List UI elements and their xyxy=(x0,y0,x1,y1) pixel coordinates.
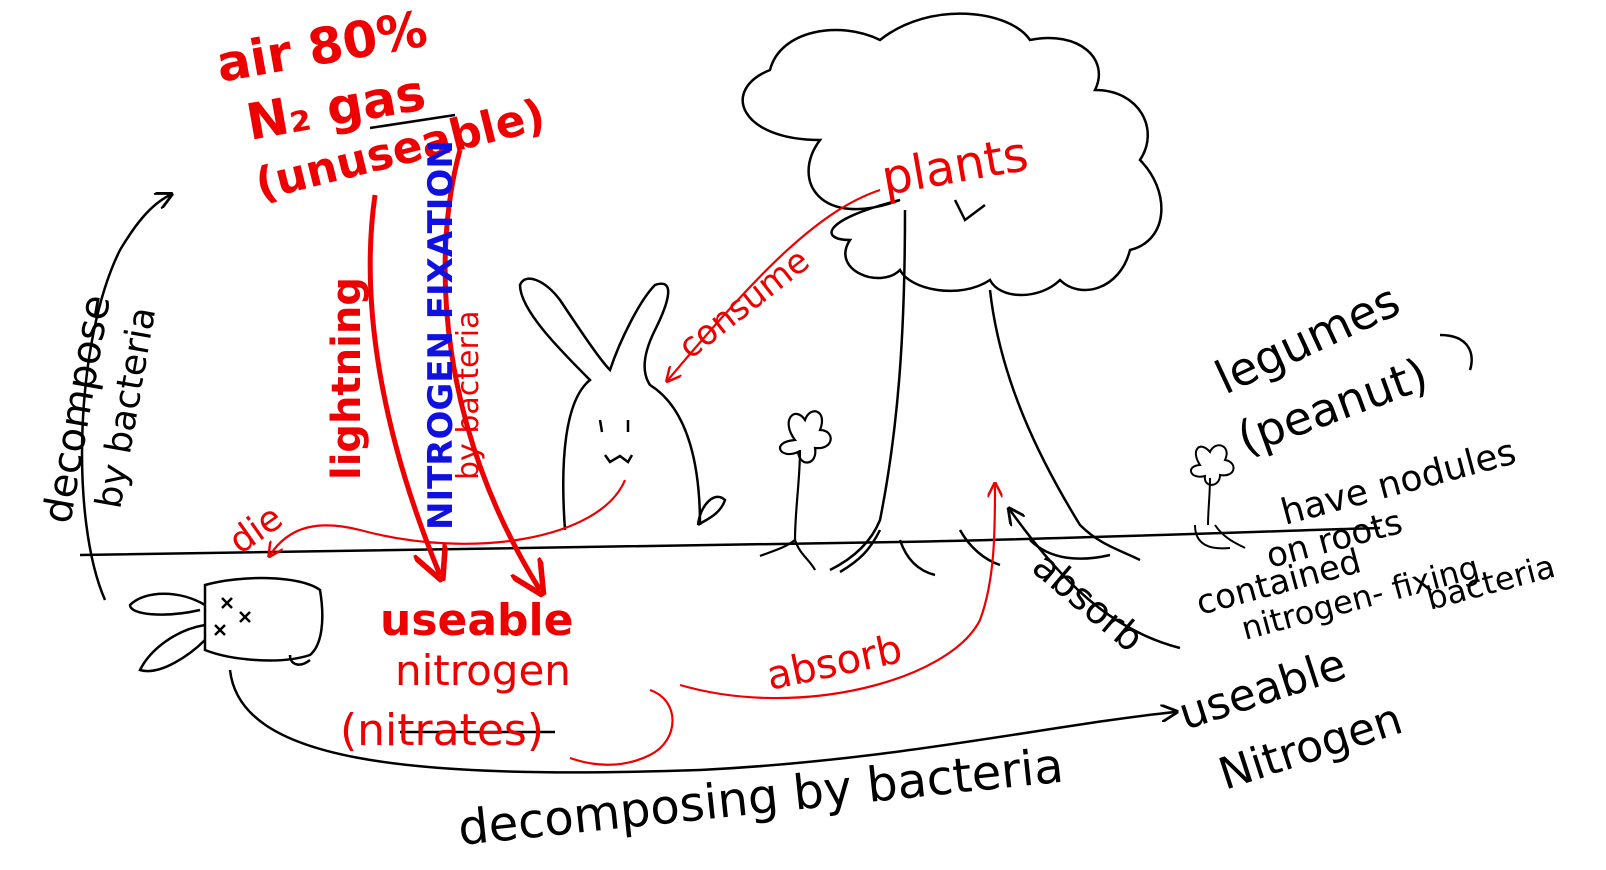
nitrogen-fixation-label: NITROGEN FIXATION xyxy=(421,140,461,530)
consume-label: consume xyxy=(671,241,817,368)
flower-drawing xyxy=(760,411,831,570)
decomposing-label: decomposing by bacteria xyxy=(455,738,1066,857)
plants-label: plants xyxy=(877,126,1032,207)
absorb-red-label: absorb xyxy=(763,626,907,699)
useable-label: useable xyxy=(380,595,573,646)
tree-drawing xyxy=(743,14,1162,575)
lightning-label: lightning xyxy=(324,277,370,480)
legumes-brace xyxy=(1440,335,1472,370)
absorb-black-label: absorb xyxy=(1024,543,1152,660)
nitrogen-label: nitrogen xyxy=(395,646,571,695)
nitrates-label: (nitrates) xyxy=(340,705,544,756)
nitrates-oval xyxy=(570,690,673,765)
dead-rabbit-drawing xyxy=(130,578,322,671)
